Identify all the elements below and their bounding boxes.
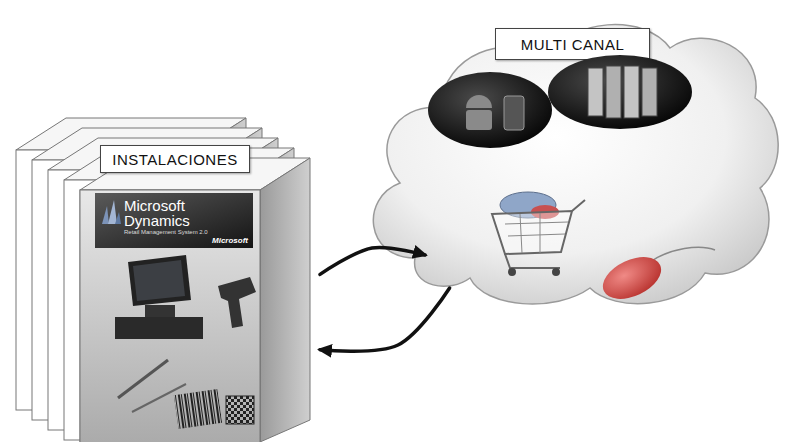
pen: [118, 360, 168, 398]
cart-wheel: [552, 268, 560, 276]
product-label: Microsoft: [212, 237, 257, 245]
server-rack: [588, 68, 603, 116]
logo-shape: [108, 200, 117, 224]
android-head: [466, 95, 492, 108]
barcode-scanner: [218, 277, 256, 328]
dynamics-logo: [102, 200, 121, 224]
cart-item: [531, 205, 559, 219]
server-rack: [642, 68, 657, 116]
product-label: Microsoft Dynamics: [124, 198, 236, 228]
pos-screen-glass: [133, 260, 185, 301]
android-oval: [428, 72, 552, 148]
product-band: [95, 193, 253, 248]
server-rack: [624, 66, 639, 118]
cart-bag: [500, 192, 556, 218]
server-racks: [588, 66, 657, 118]
box-front-face: [80, 190, 260, 442]
logo-shape: [115, 212, 121, 224]
cart-wheel: [508, 268, 516, 276]
cart-frame: [505, 200, 585, 268]
node-heading: MULTI CANAL: [495, 28, 650, 60]
product-label: Retail Management System 2.0: [124, 229, 234, 235]
installations-stack: INSTALACIONES: [10, 100, 320, 442]
logo-shape: [102, 206, 109, 224]
shopping-cart: [492, 192, 585, 276]
pos-screen: [128, 255, 191, 306]
mouse: [596, 247, 715, 307]
cloud-node: MULTI CANAL: [355, 8, 785, 313]
android-body: [466, 110, 492, 130]
cash-drawer: [115, 317, 203, 339]
cart-basket: [492, 211, 572, 254]
pos-terminal: [115, 255, 203, 339]
mouse-cable: [650, 247, 715, 262]
server-oval: [548, 55, 692, 129]
node-heading: INSTALACIONES: [100, 145, 250, 173]
mouse-body: [596, 249, 667, 308]
product-box: [80, 158, 310, 442]
flow-arrow: [320, 247, 425, 274]
cloud-shape: [373, 25, 778, 304]
barcode: [174, 389, 222, 429]
flow-arrow: [320, 288, 450, 351]
cart-grid: [505, 213, 568, 253]
phone: [504, 96, 524, 130]
android-icon: [466, 95, 524, 130]
qr-code: [226, 396, 254, 424]
pos-stand: [145, 305, 175, 317]
server-rack: [606, 66, 621, 118]
